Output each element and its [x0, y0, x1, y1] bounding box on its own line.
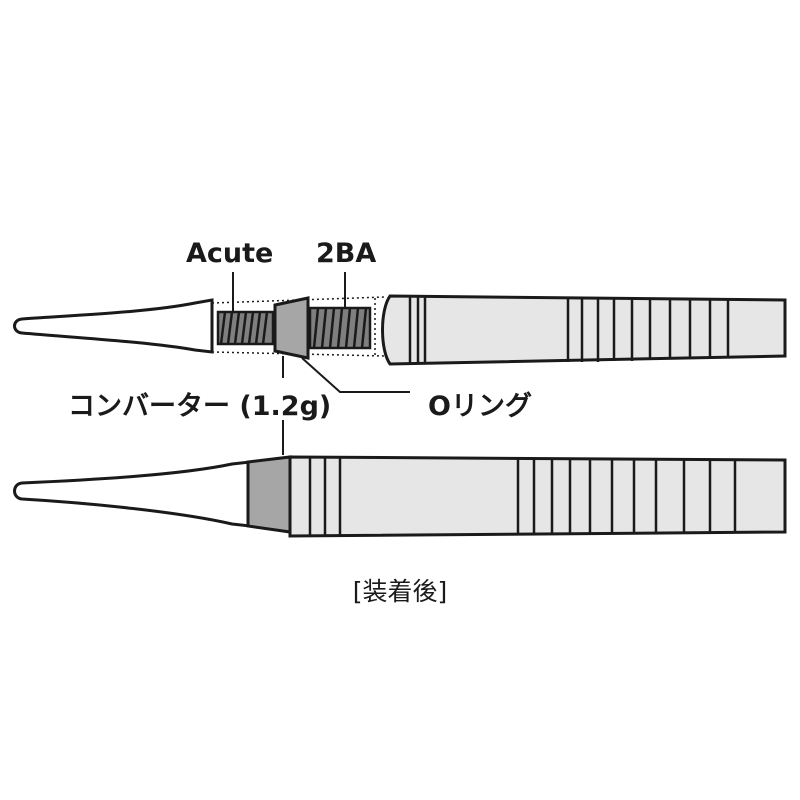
- assembled-dart: [13, 455, 787, 538]
- leader-lines: [232, 272, 410, 455]
- oring-label: Oリング: [428, 390, 532, 422]
- barrel-top-grooves: [408, 296, 730, 364]
- barrel-top: [381, 294, 787, 366]
- barrel-bottom: [288, 455, 787, 538]
- converter-label: コンバーター (1.2g): [68, 391, 331, 422]
- exploded-dart: [13, 272, 787, 455]
- acute-thread: [216, 310, 275, 346]
- twoba-label: 2BA: [316, 238, 376, 269]
- barrel-bottom-grooves: [308, 457, 737, 536]
- acute-label: Acute: [186, 238, 273, 269]
- converter-top: [273, 296, 310, 360]
- tip-bottom: [13, 460, 252, 528]
- converter-bottom: [246, 455, 292, 534]
- tip-top: [13, 298, 214, 354]
- twoba-thread: [308, 306, 372, 350]
- after-caption: [装着後]: [353, 577, 448, 606]
